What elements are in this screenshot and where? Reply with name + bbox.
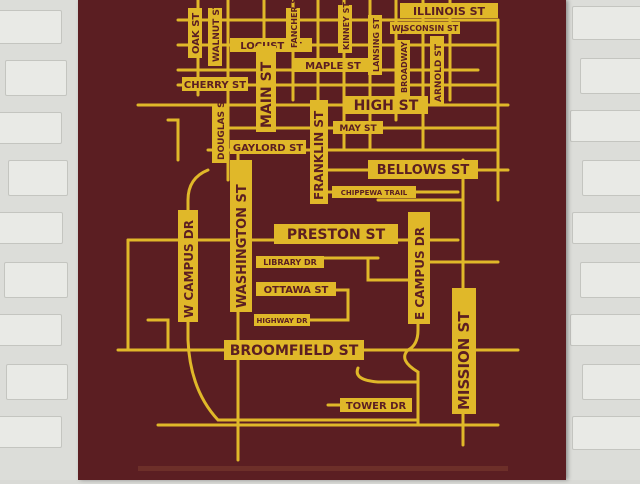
kinney-sign: [338, 5, 352, 53]
douglas-label: DOUGLAS ST: [217, 94, 227, 160]
oak-sign: [188, 8, 202, 58]
brick: [8, 160, 68, 196]
brick: [4, 262, 68, 298]
walnut-label: WALNUT ST: [212, 2, 222, 62]
oak-label: OAK ST: [191, 13, 202, 54]
library-sign: [256, 256, 324, 268]
arnold-sign: [430, 36, 444, 106]
lansing-label: LANSING ST: [372, 17, 381, 72]
chippewa-label: CHIPPEWA TRAIL: [341, 189, 408, 197]
ottawa-label: OTTAWA ST: [264, 285, 329, 296]
brick: [5, 60, 67, 96]
brick: [6, 364, 68, 400]
brick: [580, 262, 640, 298]
fancher-label: FANCHER ST: [290, 0, 299, 48]
franklin-sign: [310, 100, 328, 204]
brick: [0, 416, 62, 448]
illinois-label: ILLINOIS ST: [413, 5, 486, 18]
main-sign: [256, 46, 276, 132]
cherry-label: CHERRY ST: [184, 80, 246, 91]
brick: [570, 110, 640, 142]
maple-label: MAPLE ST: [305, 61, 361, 72]
e-campus-sign: [408, 212, 430, 324]
footer-text-band: [138, 466, 508, 471]
wisconsin-sign: [390, 22, 460, 34]
brick: [0, 314, 62, 346]
mission-label: MISSION ST: [455, 311, 473, 410]
gaylord-sign: [230, 140, 306, 154]
broadway-label: BROADWAY ST: [400, 27, 409, 93]
franklin-label: FRANKLIN ST: [312, 110, 326, 200]
illinois-sign: [400, 3, 498, 18]
high-sign: [344, 96, 428, 114]
washington-sign: [230, 160, 252, 312]
preston-sign: [274, 224, 398, 244]
maple-sign: [292, 58, 374, 72]
bellows-label: BELLOWS ST: [377, 163, 470, 178]
may-sign: [333, 121, 383, 134]
street-line: [146, 318, 170, 352]
brick: [570, 314, 640, 346]
street-line: [403, 213, 420, 427]
street-map: ILLINOIS ST OAK ST WALNUT ST LOCUST ST C…: [116, 0, 520, 471]
map-poster: ILLINOIS ST OAK ST WALNUT ST LOCUST ST C…: [78, 0, 566, 480]
lansing-sign: [368, 15, 382, 75]
brick: [582, 160, 640, 196]
cherry-sign: [182, 77, 248, 91]
w-campus-label: W CAMPUS DR: [182, 220, 196, 318]
broomfield-sign: [224, 340, 364, 360]
brick: [582, 364, 640, 400]
e-campus-label: E CAMPUS DR: [413, 227, 427, 320]
street-line: [366, 256, 420, 282]
street-line: [166, 118, 180, 162]
fancher-sign: [286, 8, 300, 50]
main-label: MAIN ST: [259, 61, 275, 128]
brick: [0, 212, 63, 244]
library-label: LIBRARY DR: [263, 258, 317, 267]
washington-label: WASHINGTON ST: [235, 184, 250, 308]
high-label: HIGH ST: [354, 98, 419, 114]
broomfield-label: BROOMFIELD ST: [230, 343, 359, 359]
tower-label: TOWER DR: [346, 401, 407, 412]
street-line: [186, 168, 420, 422]
w-campus-sign: [178, 210, 198, 322]
arnold-label: ARNOLD ST: [434, 43, 444, 102]
kinney-label: KINNEY ST: [342, 2, 351, 50]
wisconsin-label: WISCONSIN ST: [392, 24, 459, 33]
brick: [0, 10, 62, 44]
may-label: MAY ST: [339, 124, 377, 134]
gaylord-label: GAYLORD ST: [233, 143, 303, 154]
chippewa-sign: [332, 186, 416, 198]
brick: [572, 6, 640, 40]
hiway-sign: [254, 314, 310, 326]
bellows-sign: [368, 160, 478, 179]
mission-sign: [452, 288, 476, 414]
tower-sign: [340, 398, 412, 412]
poster-footer-marks: [138, 466, 508, 471]
brick: [572, 416, 640, 450]
douglas-sign: [212, 105, 228, 163]
street-signs: ILLINOIS ST OAK ST WALNUT ST LOCUST ST C…: [178, 0, 498, 414]
brick: [0, 112, 62, 144]
walnut-sign: [208, 8, 222, 66]
broadway-sign: [396, 40, 410, 96]
street-line: [355, 366, 420, 384]
preston-label: PRESTON ST: [287, 227, 386, 243]
ottawa-sign: [256, 282, 336, 296]
brick: [572, 212, 640, 244]
hiway-label: HIGHWAY DR: [257, 317, 309, 325]
brick: [580, 58, 640, 94]
